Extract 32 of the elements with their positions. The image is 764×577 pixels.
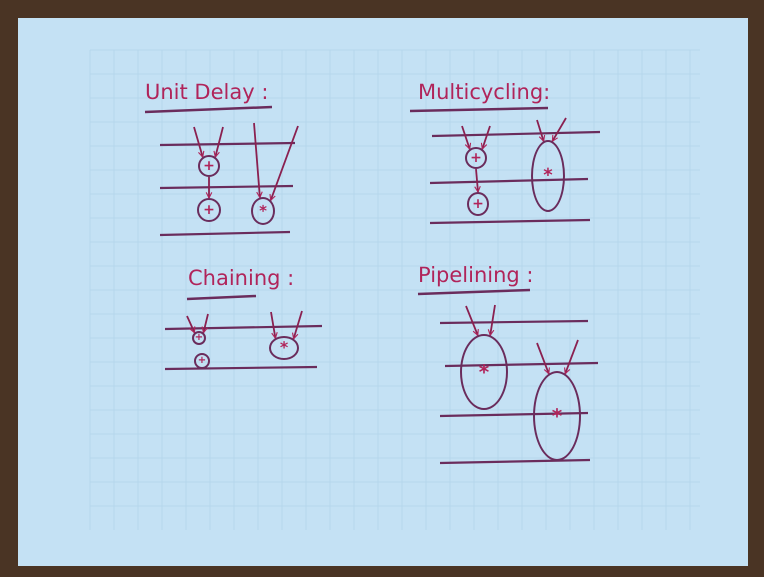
operation-circle: * [251,197,275,225]
arrow [536,120,546,142]
arrow [536,342,550,374]
arrow [480,126,491,150]
arrow [213,126,224,158]
arrow [488,304,496,336]
arrow [465,306,479,336]
arrow [186,316,196,334]
operation-circle: + [467,192,489,216]
operation-ellipse: * [531,140,565,212]
operation-circle: + [197,198,221,222]
section-heading: Chaining : [188,266,294,290]
operation-circle: * [269,336,299,360]
section-heading: Pipelining : [418,263,534,287]
arrow [269,126,299,201]
arrow [202,314,209,334]
section-heading: Multicycling: [418,80,550,104]
operation-circle: + [198,155,220,177]
arrow [461,126,472,150]
arrow [270,312,278,339]
operation-circle: + [192,331,206,345]
operation-ellipse: * [460,334,508,410]
operation-circle: + [465,147,487,169]
arrow [253,122,263,198]
arrow [292,310,303,340]
arrow [206,177,212,199]
arrow [564,340,579,374]
section-heading: Unit Delay : [145,80,268,104]
arrow [552,118,567,142]
arrow [474,168,481,193]
operation-circle: + [194,353,210,369]
arrow [193,126,204,158]
